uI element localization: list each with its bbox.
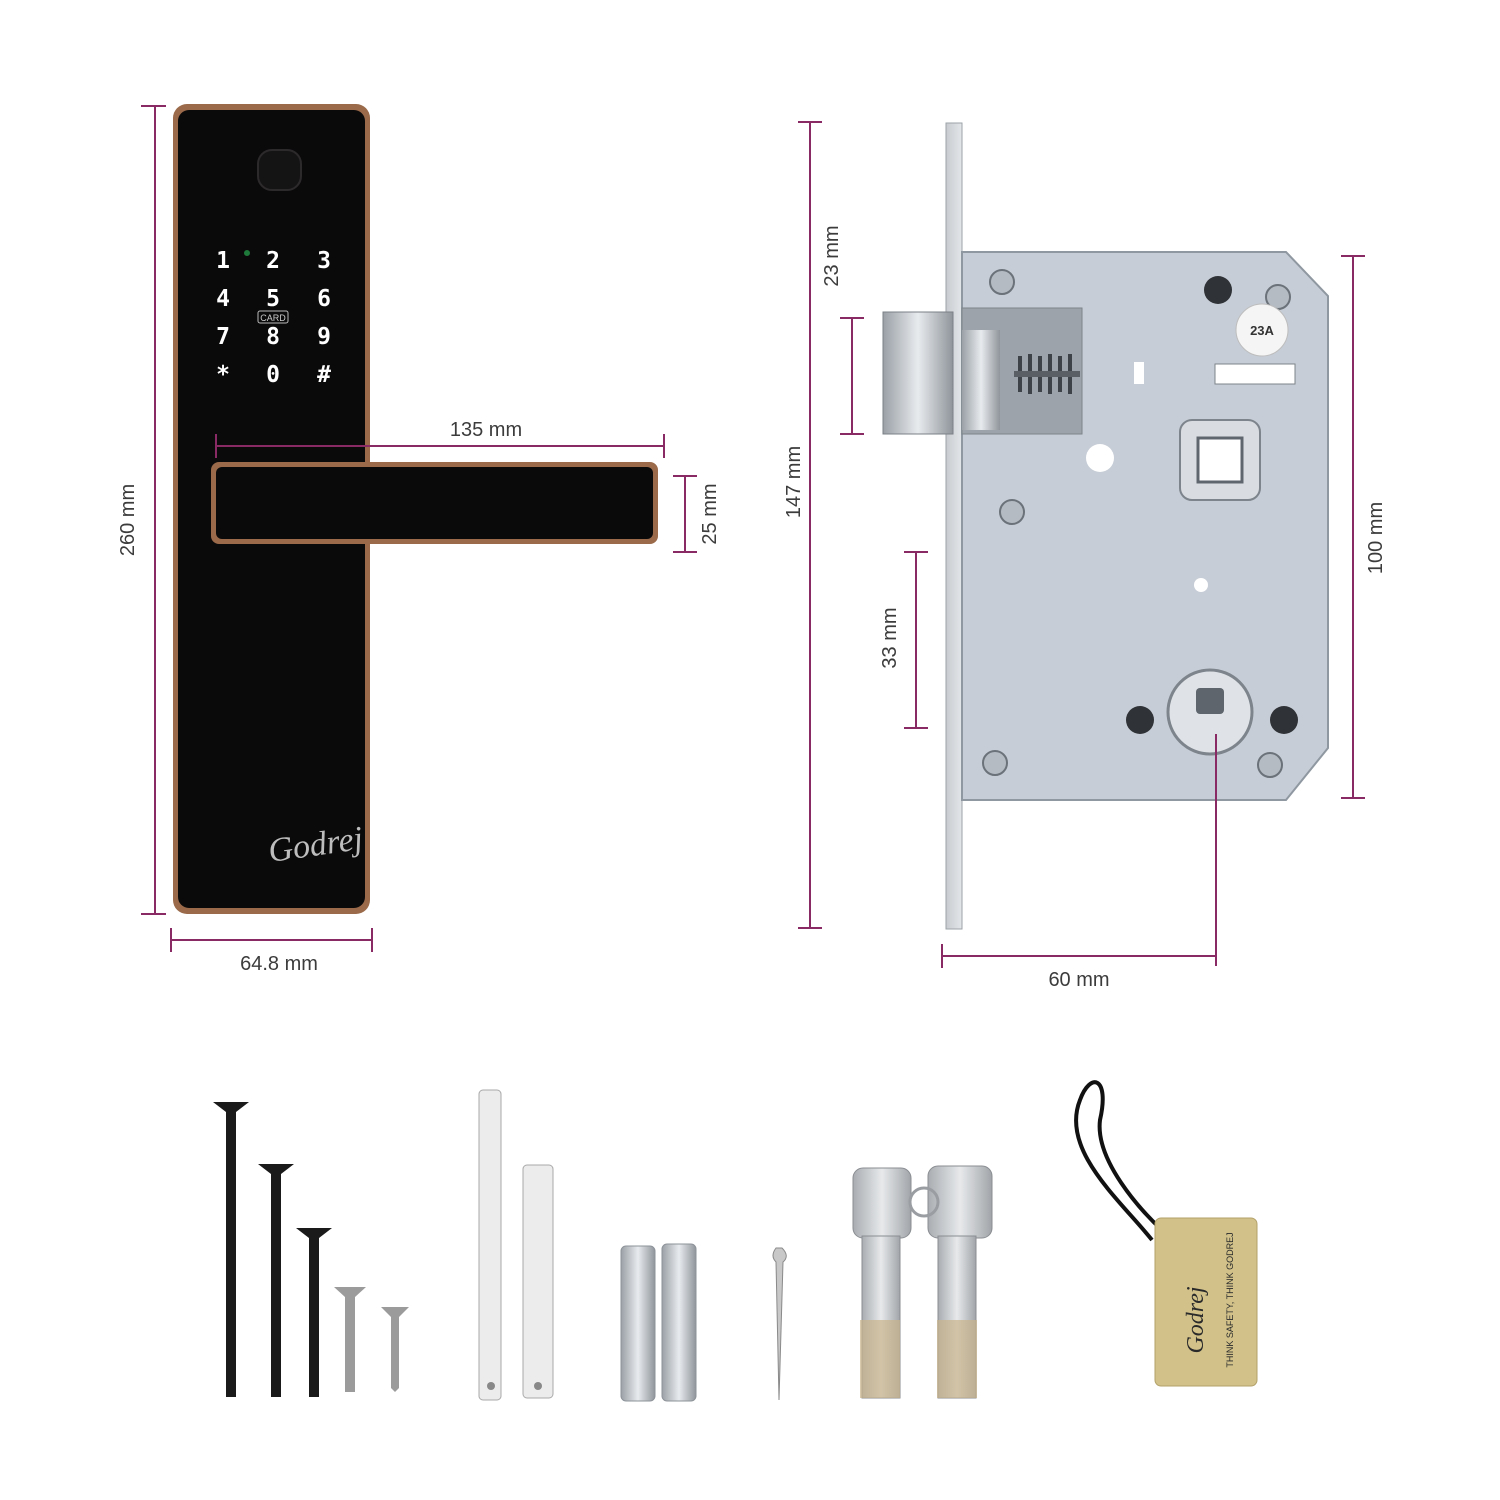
screw-icon [1257,752,1283,778]
smart-lock-illustration: 1 2 3 4 5 6 CARD 7 8 9 * 0 # Godrej [173,104,658,914]
mortise-hole [1270,706,1298,734]
key-9: 9 [317,324,331,350]
latch-tail [962,330,1000,430]
key-4: 4 [216,286,230,312]
connector-tube-icon [661,1243,697,1402]
tag-slogan: THINK SAFETY, THINK GODREJ [1225,1232,1235,1367]
cylinder-cam-icon [1196,688,1224,714]
accessories-row: Godrej THINK SAFETY, THINK GODREJ [213,1080,1258,1402]
rfid-tag-icon [1154,1217,1258,1387]
screws [213,1102,409,1397]
dimension-lines-mortise: 147 mm 23 mm 100 mm 33 mm 60 mm [783,121,1387,991]
screw-icon [999,499,1025,525]
status-led-icon [244,250,250,256]
long-screw-icon [213,1102,249,1397]
spindle-square-hole-icon [1196,436,1244,484]
key-star: * [216,362,230,388]
mortise-faceplate [945,122,963,930]
key-1: 1 [216,248,230,274]
dim-mortise-height: 147 mm [783,446,805,518]
key-7: 7 [216,324,230,350]
key-2: 2 [266,248,280,274]
latch-spring [1014,354,1080,394]
split-pin-icon [772,1247,787,1401]
dim-handle-height: 25 mm [699,483,721,544]
key-ring-icon [908,1186,940,1218]
card-reader-icon [257,310,289,324]
dim-lock-width: 64.8 mm [240,953,318,975]
screw-icon [989,269,1015,295]
mortise-lock-illustration: 23A [882,122,1329,930]
dim-lock-height: 260 mm [117,484,139,556]
dim-deadbolt-offset: 33 mm [879,607,901,668]
tag-lanyard-icon [1074,1080,1166,1242]
key-8: 8 [266,324,280,350]
dim-backset: 60 mm [1048,969,1109,991]
key-6: 6 [317,286,331,312]
key-head-icon [852,1167,912,1239]
short-spindle-icon [522,1164,554,1399]
fingerprint-sensor-icon [257,149,302,191]
connector-tube-icon [620,1245,656,1402]
dim-latch-offset: 23 mm [821,225,843,286]
small-wood-screw-icon [381,1307,409,1392]
dim-handle-length: 135 mm [450,419,522,441]
short-screw-icon [296,1228,332,1397]
dim-body-height: 100 mm [1365,502,1387,574]
mortise-slot [1214,363,1296,385]
screw-icon [982,750,1008,776]
rfid-key-tag: Godrej THINK SAFETY, THINK GODREJ [1074,1080,1258,1387]
key-3: 3 [317,248,331,274]
mortise-slot [1134,362,1144,384]
mortise-label: 23A [1250,323,1274,338]
mortise-hole [1126,706,1154,734]
card-label: CARD [260,313,286,323]
date-dial-sticker [1235,303,1289,357]
medium-screw-icon [258,1164,294,1397]
dimension-lines-lock: 260 mm 64.8 mm 135 mm 25 mm [117,105,721,975]
wood-screw-icon [334,1287,366,1392]
spindles [478,1089,554,1401]
mortise-hole [1204,276,1232,304]
mortise-hole [1194,578,1208,592]
keys [852,1165,993,1399]
tag-logo: Godrej [1183,1286,1209,1353]
key-hash: # [317,362,331,388]
keypad: 1 2 3 4 5 6 CARD 7 8 9 * 0 # [216,248,331,388]
mortise-hole [1086,444,1114,472]
long-spindle-icon [478,1089,502,1401]
latch-bolt [882,311,954,435]
key-5: 5 [266,286,280,312]
lever-handle [216,467,653,539]
key-0: 0 [266,362,280,388]
